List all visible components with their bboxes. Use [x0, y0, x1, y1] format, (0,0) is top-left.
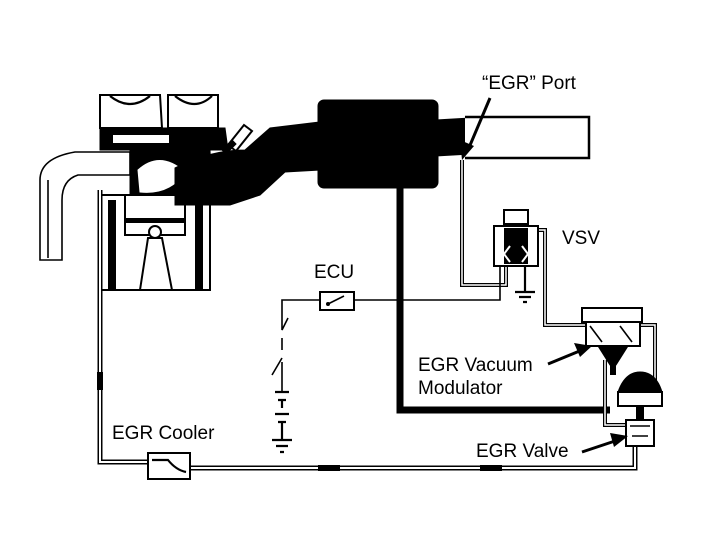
- egr-cooler: [147, 452, 191, 480]
- catalytic-converter: [317, 99, 439, 189]
- egr-port-arrow: [460, 97, 492, 160]
- ignition-switch-circuit: [271, 317, 292, 454]
- intake-manifold: [39, 151, 131, 261]
- egr-valve: [617, 371, 663, 447]
- modulator-arrow: [547, 343, 592, 366]
- engine-block: [99, 194, 211, 291]
- egr-port-label: “EGR” Port: [482, 73, 576, 94]
- exhaust-pipe: [435, 115, 591, 160]
- exhaust-manifold: [174, 121, 321, 206]
- vacuum-modulator-label-line2: Modulator: [418, 378, 503, 399]
- egr-valve-label: EGR Valve: [476, 441, 569, 462]
- egr-vacuum-modulator: [581, 307, 643, 375]
- vacuum-modulator-label-line1: EGR Vacuum: [418, 355, 533, 376]
- vsv-solenoid-valve: [493, 209, 539, 304]
- egr-valve-arrow: [581, 433, 628, 454]
- egr-cooler-label: EGR Cooler: [112, 423, 215, 444]
- vsv-label: VSV: [562, 228, 601, 249]
- ecu-label: ECU: [314, 262, 355, 283]
- spark-plug: [221, 123, 254, 155]
- egr-exhaust-feed-line: [396, 188, 610, 414]
- ecu-wire: [281, 266, 501, 318]
- ecu-box: [319, 291, 355, 311]
